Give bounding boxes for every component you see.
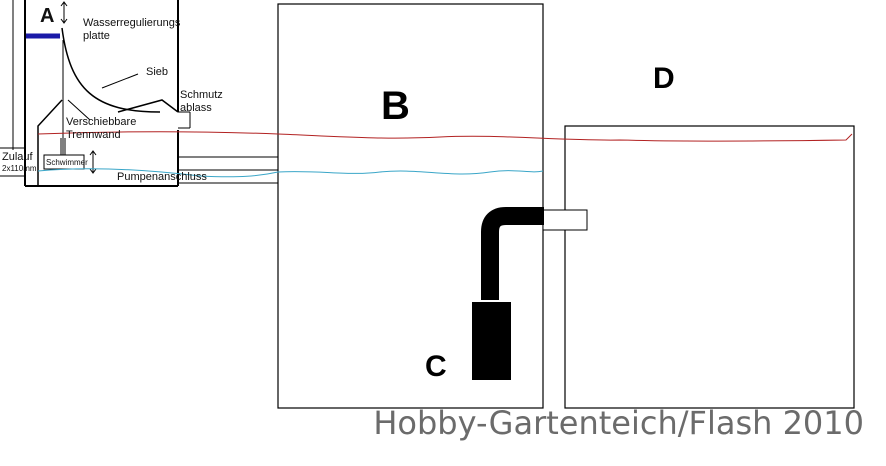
height-arrow-float-head-top — [89, 150, 97, 156]
sieb-pointer — [101, 73, 139, 89]
label-zulauf-line2: 2x110mm — [2, 164, 37, 173]
label-a: A — [40, 5, 55, 27]
chamber-d — [564, 125, 855, 409]
pump-c — [472, 302, 511, 380]
sieb-lower — [117, 99, 179, 113]
label-schwimmer: Schwimmer — [46, 158, 88, 167]
label-wasserregulierung-line2: platte — [83, 30, 110, 42]
height-arrow-a-head-top — [60, 1, 68, 7]
height-arrow-float-head-bottom — [89, 168, 97, 174]
label-trennwand-line1: Verschiebbare — [66, 116, 137, 128]
label-d: D — [653, 62, 675, 95]
chamber-a — [0, 0, 278, 187]
label-c: C — [425, 350, 447, 383]
label-trennwand: Verschiebbare Trennwand — [66, 116, 136, 142]
chamber-b — [277, 3, 544, 409]
credit-text: Hobby-Gartenteich/Flash 2010 — [373, 404, 864, 442]
label-schmutz-line2: ablass — [180, 102, 212, 114]
label-wasserregulierung-line1: Wasserregulierungs — [83, 17, 181, 29]
sieb-curve — [61, 27, 161, 113]
label-trennwand-line2: Trennwand — [66, 129, 121, 141]
height-arrow-a-head-bottom — [60, 18, 68, 24]
label-pumpenanschluss: Pumpenanschluss — [117, 171, 207, 183]
trennwand — [37, 99, 63, 186]
label-zulauf: Zulauf 2x110mm — [2, 151, 37, 173]
label-sieb: Sieb — [146, 66, 169, 78]
connector-b-d — [542, 209, 588, 231]
label-schmutz-line1: Schmutz — [180, 89, 223, 101]
water-level-blue — [37, 168, 544, 178]
label-schmutz-ablass: Schmutz ablass — [180, 89, 223, 115]
pump-pipe — [481, 207, 544, 300]
water-level-red — [37, 131, 853, 142]
trennwand-pointer — [67, 99, 91, 121]
label-b: B — [381, 84, 410, 128]
label-wasserregulierung: Wasserregulierungs platte — [83, 17, 180, 43]
label-zulauf-line1: Zulauf — [2, 151, 33, 163]
